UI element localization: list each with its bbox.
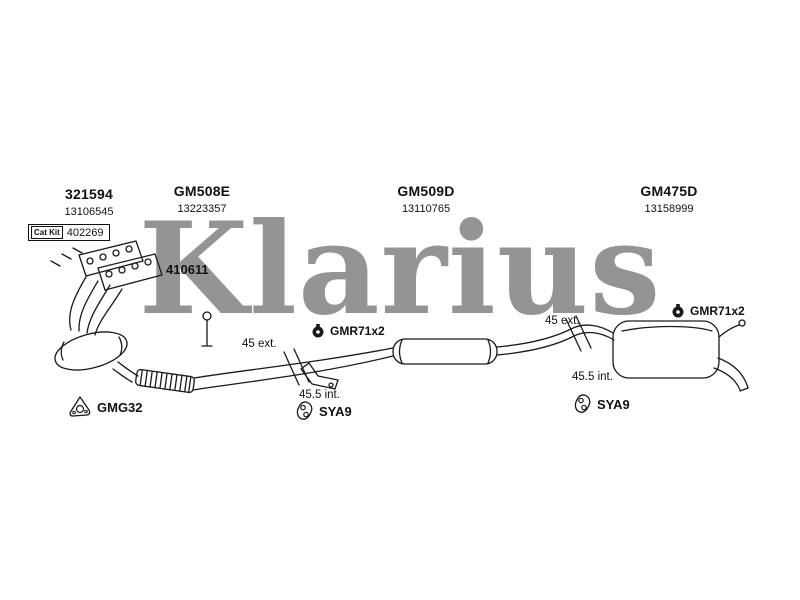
clamp-icon xyxy=(672,304,684,318)
rear-joint-ext-label: 45 ext. xyxy=(545,315,580,327)
rubber-hanger-icon xyxy=(296,401,313,420)
manifold-drawing xyxy=(50,240,163,336)
part-id: GM509D xyxy=(397,183,455,199)
rear-clamp-label-row: GMR71x2 xyxy=(671,304,745,318)
rear-joint-int-label: 45.5 int. xyxy=(572,371,613,383)
rear-silencer-drawing xyxy=(612,319,746,379)
rear-pipe-drawing xyxy=(496,324,615,356)
front-hanger-label: SYA9 xyxy=(319,403,352,419)
manifold-gasket-label: GMG32 xyxy=(97,399,143,415)
part-number: 13158999 xyxy=(644,203,694,215)
front-pipe-drawing xyxy=(192,347,394,391)
front-joint-int-label: 45.5 int. xyxy=(299,389,340,401)
part-group-front-pipe: 321594 13106545 xyxy=(33,186,145,218)
part-number: 13110765 xyxy=(401,203,451,215)
clamp-icon xyxy=(312,324,324,338)
brand-watermark: Klarius xyxy=(138,195,662,343)
catalytic-converter-drawing xyxy=(54,331,139,383)
part-id: GM475D xyxy=(640,183,698,199)
front-joint-cut-marks xyxy=(283,348,310,386)
part-number: 13106545 xyxy=(64,206,114,218)
front-hanger-label-row: SYA9 xyxy=(296,401,352,421)
front-hanger-pin xyxy=(201,311,213,347)
gasket-icon xyxy=(69,396,91,417)
front-clamp-label: GMR71x2 xyxy=(330,324,385,338)
rear-joint-cut-marks xyxy=(565,315,592,352)
rear-hanger-label-row: SYA9 xyxy=(574,394,630,414)
front-joint-ext-label: 45 ext. xyxy=(242,338,277,350)
middle-silencer-drawing xyxy=(392,338,498,365)
part-id: 321594 xyxy=(65,186,113,202)
flex-pipe-drawing xyxy=(135,368,195,394)
manifold-gasket-label-row: GMG32 xyxy=(68,395,143,419)
flex-pipe-part-label: 410611 xyxy=(166,262,209,277)
front-hanger-bracket xyxy=(300,362,339,390)
part-id: GM508E xyxy=(173,183,231,199)
front-clamp-label-row: GMR71x2 xyxy=(311,324,385,338)
part-group-middle-silencer: GM509D 13110765 xyxy=(370,183,482,215)
tailpipe-drawing xyxy=(713,357,749,392)
cat-kit-label: Cat Kit xyxy=(31,226,63,240)
rear-hanger-label: SYA9 xyxy=(597,396,630,412)
rubber-hanger-icon xyxy=(574,394,591,413)
cat-kit-box: Cat Kit 402269 xyxy=(28,224,110,242)
rear-clamp-label: GMR71x2 xyxy=(690,304,745,318)
cat-kit-number: 402269 xyxy=(66,226,104,239)
part-number: 13223357 xyxy=(177,203,227,215)
part-group-rear-silencer: GM475D 13158999 xyxy=(613,183,725,215)
part-group-catalyst: GM508E 13223357 xyxy=(146,183,258,215)
